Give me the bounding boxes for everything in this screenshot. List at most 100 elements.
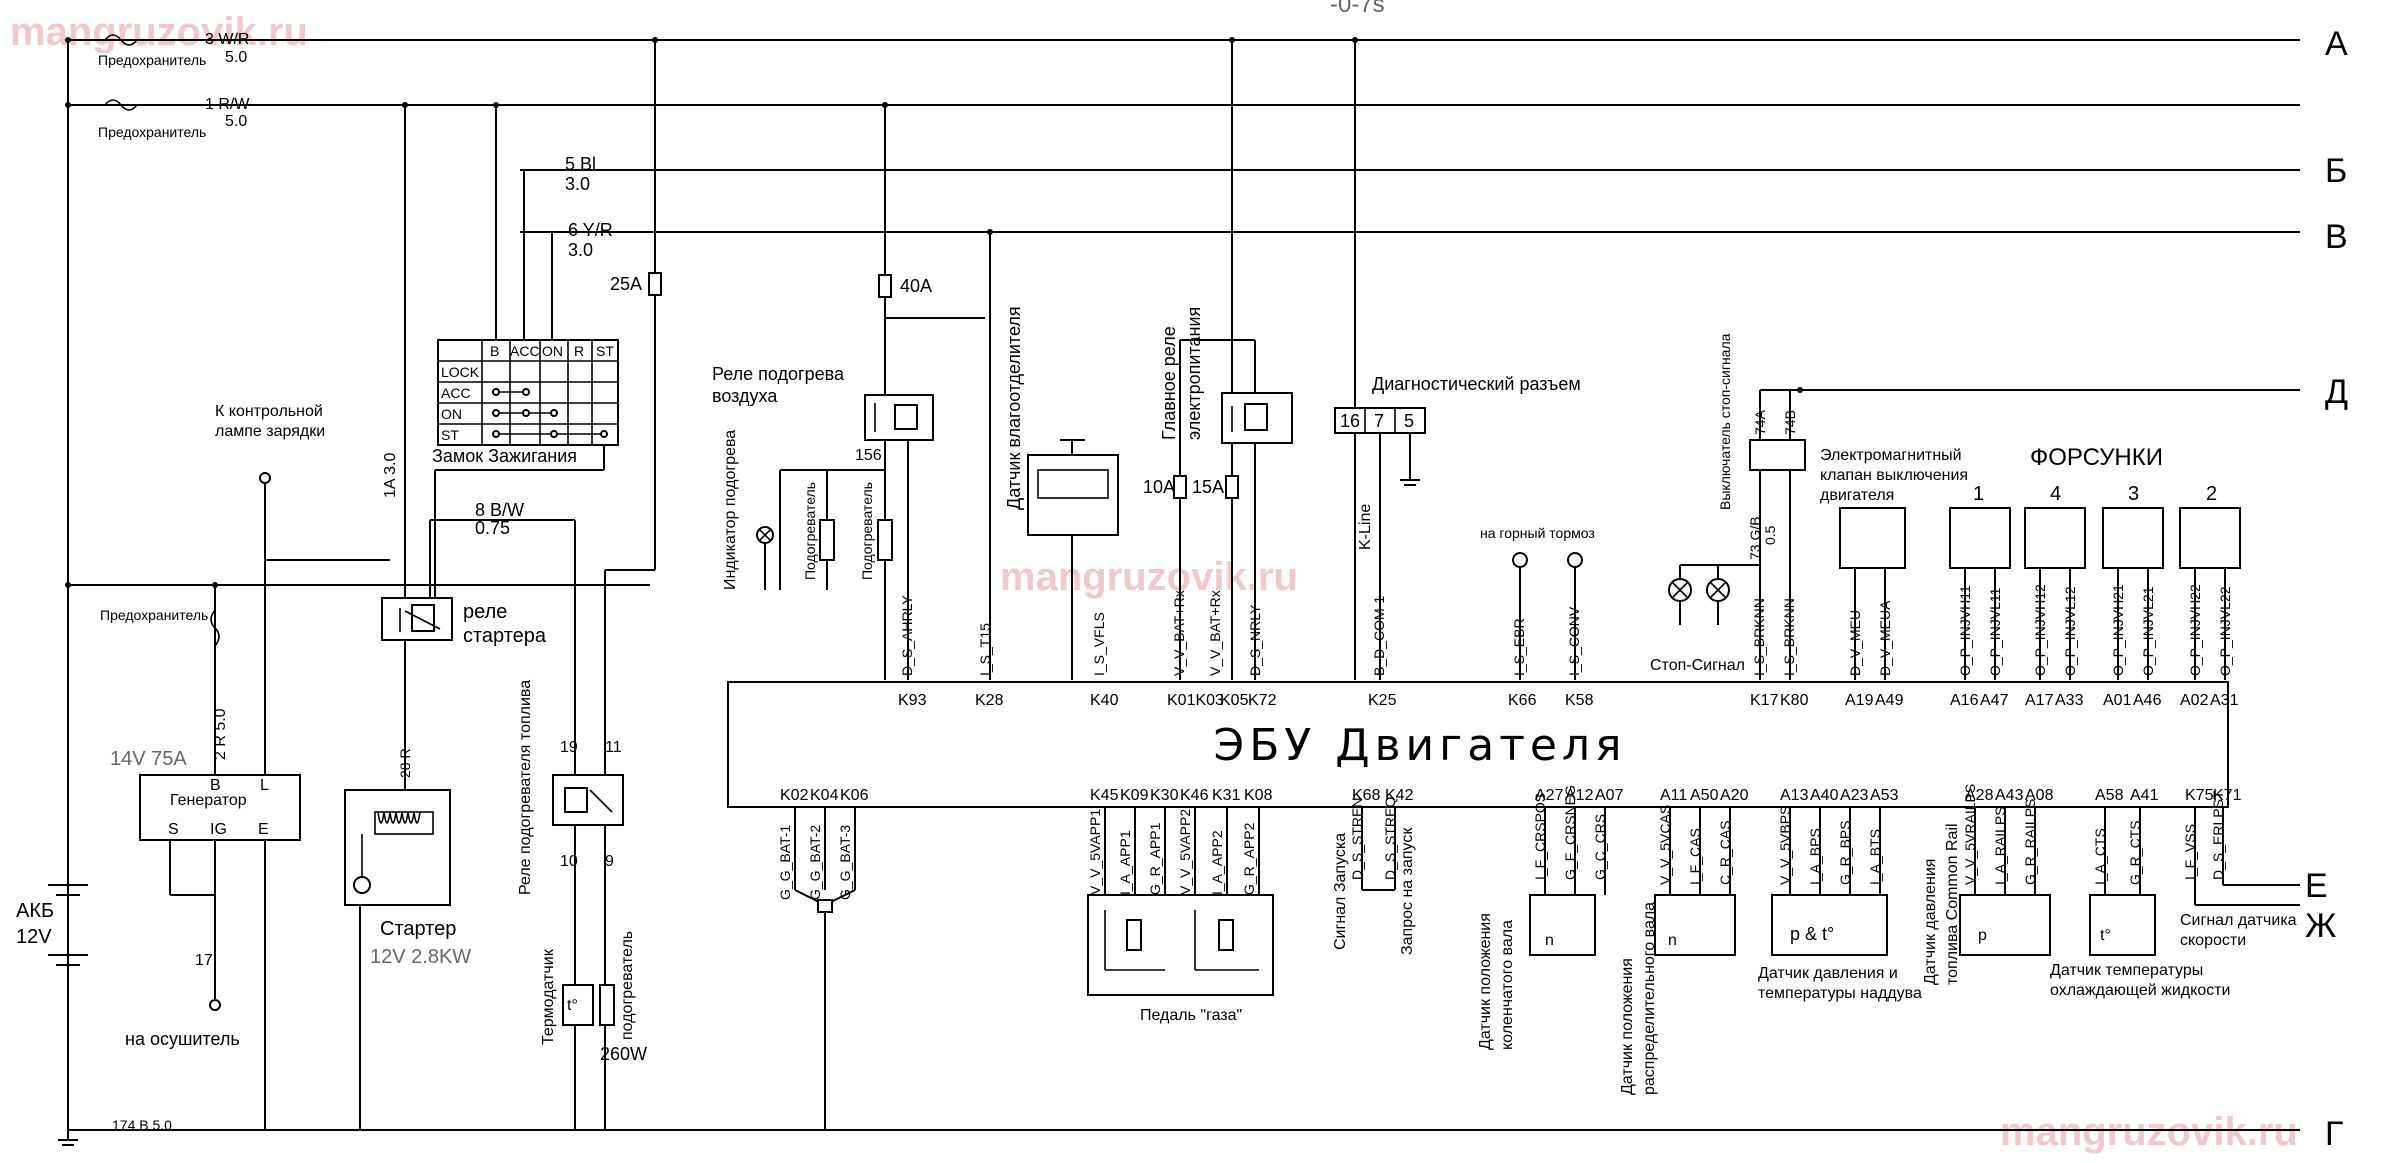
injector-2-box bbox=[2179, 507, 2241, 569]
ecu-pin-a28: A28 bbox=[1965, 787, 1994, 804]
injector-1-box bbox=[1949, 507, 2011, 569]
sig-injvh11: O_P_INJVH11 bbox=[1957, 585, 1973, 676]
stop-pin-05: 0.5 bbox=[1762, 525, 1778, 545]
injectors-title: ФОРСУНКИ bbox=[2030, 444, 2163, 471]
bus-label-g: Г bbox=[2325, 1115, 2343, 1153]
mountain-brake-label: на горный тормоз bbox=[1480, 525, 1595, 541]
speed-sensor-label-2: скорости bbox=[2180, 932, 2246, 949]
ecu-pin-k68: K68 bbox=[1352, 787, 1381, 804]
rail-sensor bbox=[1959, 894, 2051, 956]
ecu-pin-k66: K66 bbox=[1508, 692, 1537, 709]
svg-text:p: p bbox=[1978, 927, 1987, 944]
ecu-pin-a19: A19 bbox=[1845, 692, 1874, 709]
starter-rating: 12V 2.8KW bbox=[370, 946, 471, 968]
stop-pin-74b: 74B bbox=[1782, 410, 1798, 435]
stop-lamps-label: Стоп-Сигнал bbox=[1650, 657, 1745, 674]
fuse-15a-label: 15A bbox=[1192, 477, 1224, 497]
bus-label-e: Е bbox=[2305, 867, 2328, 905]
ecu-pin-k09: K09 bbox=[1120, 787, 1149, 804]
fuse-1-label: Предохранитель bbox=[98, 52, 206, 68]
fuse-2-wire: 1 R/W bbox=[205, 96, 250, 113]
ecu-pin-k08: K08 bbox=[1244, 787, 1273, 804]
svg-text:p & t°: p & t° bbox=[1790, 924, 1834, 944]
sig-injvl21: O_P_INJVL21 bbox=[2140, 586, 2156, 676]
shutoff-valve-label-3: двигателя bbox=[1820, 487, 1894, 504]
sig-d_v_meua: D_V_MEUA bbox=[1877, 600, 1893, 676]
dryer-terminal bbox=[209, 999, 221, 1011]
speed-sensor-label-1: Сигнал датчика bbox=[2180, 912, 2297, 929]
charge-lamp-label-2: лампе зарядки bbox=[215, 423, 325, 440]
bus-label-zh: Ж bbox=[2305, 907, 2336, 945]
fuse-2-icon bbox=[104, 99, 138, 111]
crank-sensor-label-1: Датчик положения bbox=[1477, 913, 1494, 1050]
ecu-bottom-signals: G_G_BAT-1 G_G_BAT-2 G_G_BAT-3 V_V_5VAPP1… bbox=[777, 784, 2226, 900]
fuel-heater-element bbox=[599, 984, 615, 1026]
fuse-10a-label: 10A bbox=[1143, 477, 1175, 497]
injector-3-box bbox=[2102, 507, 2164, 569]
fuse-2-size: 5.0 bbox=[225, 113, 247, 130]
wire-6-label: 6 Y/R bbox=[568, 220, 613, 240]
sig-i_s_conv: I_S_CONV bbox=[1566, 606, 1582, 676]
diag-pin-16: 16 bbox=[1340, 411, 1360, 431]
heater-1-label: Подогреватель bbox=[802, 482, 818, 580]
ecu-title: ЭБУ Двигателя bbox=[1214, 720, 1627, 771]
wire-1a-label: 1A 3.0 bbox=[382, 453, 399, 498]
ignition-title: Замок Зажигания bbox=[432, 446, 577, 466]
ecu-pin-a13: A13 bbox=[1780, 787, 1809, 804]
sig-i_s_brknn-1: I_S_BRKNN bbox=[1751, 598, 1767, 676]
ecu-pin-k45: K45 bbox=[1090, 787, 1119, 804]
wire-17-label: 17 bbox=[195, 952, 213, 969]
fuse-15a bbox=[1225, 475, 1239, 499]
water-sensor bbox=[1027, 454, 1119, 536]
diag-pin-7: 7 bbox=[1374, 411, 1384, 431]
ecu-pin-k42: K42 bbox=[1385, 787, 1414, 804]
start-signal-label: Сигнал Запуска bbox=[1332, 833, 1349, 950]
generator-pin-s: S bbox=[168, 821, 179, 838]
heater-1-element bbox=[819, 519, 835, 561]
ground-wire-label: 174 B 5.0 bbox=[112, 1117, 172, 1133]
starter-label: Стартер bbox=[380, 918, 456, 940]
ecu-pin-k06: K06 bbox=[840, 787, 869, 804]
fuel-heater-relay-label: Реле подогревателя топлива bbox=[517, 680, 534, 895]
ecu-pin-k02: K02 bbox=[780, 787, 809, 804]
diag-connector bbox=[1334, 407, 1426, 434]
generator-pin-b: B bbox=[210, 777, 221, 794]
sig-b_d_com: B_D_COM-1 bbox=[1371, 596, 1387, 676]
ecu-pin-a17: A17 bbox=[2025, 692, 2054, 709]
ecu-pin-k05: K05 bbox=[1220, 692, 1249, 709]
stop-pin-74a: 74A bbox=[1752, 409, 1768, 435]
watermark-top-left: mangruzovik.ru bbox=[10, 10, 308, 54]
sig-g_r_app1: G_R_APP1 bbox=[1147, 822, 1163, 895]
fuel-heater-label: подогреватель bbox=[619, 931, 636, 1040]
injector-number-2: 2 bbox=[2206, 483, 2217, 505]
charge-lamp-label-1: К контрольной bbox=[215, 403, 323, 420]
heater-2-element bbox=[877, 519, 893, 561]
coolant-sensor-label-2: охлаждающей жидкости bbox=[2050, 982, 2230, 999]
sig-v_v_5vapp2: V_V_5VAPP2 bbox=[1177, 809, 1193, 895]
bus-label-d: Д bbox=[2325, 373, 2348, 411]
wire-2-label: 2 R 5.0 bbox=[212, 708, 229, 760]
fuse-25a bbox=[648, 272, 662, 296]
battery-label: АКБ bbox=[16, 900, 54, 922]
svg-text:n: n bbox=[1545, 932, 1554, 949]
injector-number-3: 3 bbox=[2128, 483, 2139, 505]
ecu-pin-k25: K25 bbox=[1368, 692, 1397, 709]
ecu-pin-k46: K46 bbox=[1180, 787, 1209, 804]
main-relay-label-2: электропитания bbox=[1184, 307, 1204, 440]
ign-col-r: R bbox=[574, 343, 584, 359]
coolant-sensor-label-1: Датчик температуры bbox=[2050, 962, 2203, 979]
ecu-pin-a23: A23 bbox=[1840, 787, 1869, 804]
sig-i_s_vfls: I_S_VFLS bbox=[1091, 612, 1107, 676]
rail-sensor-label-1: Датчик давления bbox=[1922, 859, 1939, 985]
start-request-label: Запрос на запуск bbox=[1399, 827, 1416, 955]
injector-4-box bbox=[2024, 507, 2086, 569]
fuse-3-label: Предохранитель bbox=[100, 607, 208, 623]
shutoff-valve-label-1: Электромагнитный bbox=[1820, 447, 1962, 464]
stop-pin-73: 73 G/B bbox=[1747, 516, 1763, 560]
fuse-10a bbox=[1173, 475, 1187, 499]
water-sensor-label: Датчик влагоотделителя bbox=[1004, 306, 1024, 510]
mountain-brake-terminal-1 bbox=[1512, 552, 1528, 568]
fuel-relay-pin-9: 9 bbox=[605, 853, 614, 870]
sig-i_s_ebr: I_S_EBR bbox=[1511, 618, 1527, 676]
wire-5-size: 3.0 bbox=[565, 174, 590, 194]
